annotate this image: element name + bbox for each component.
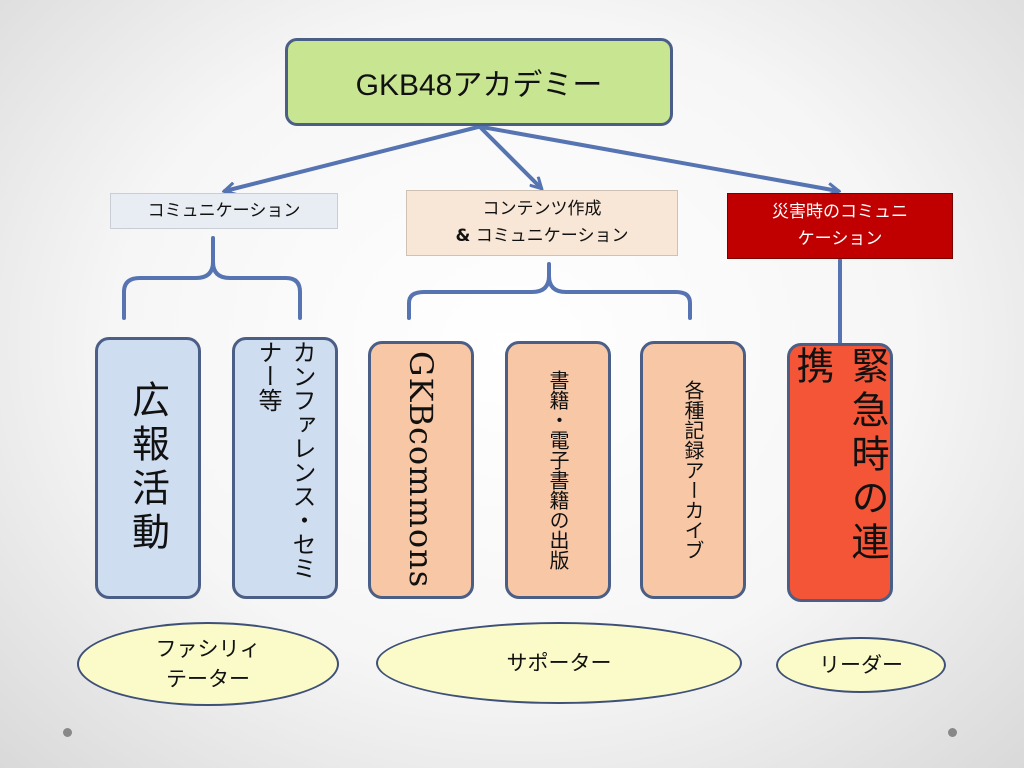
root-node: GKB48アカデミー (285, 38, 673, 126)
arrow-to-disaster (480, 125, 838, 191)
category-communication: コミュニケーション (110, 193, 338, 229)
role-leader-label: リーダー (819, 653, 903, 677)
role-leader: リーダー (776, 637, 946, 693)
role-supporter-label: サポーター (506, 651, 612, 675)
category-disaster-line1: 災害時のコミュニ (772, 202, 908, 222)
role-facilitator-line2: テーター (166, 667, 250, 691)
activity-archive-label: 各種記録アーカイブ (681, 380, 705, 560)
category-communication-label: コミュニケーション (147, 200, 301, 221)
category-disaster: 災害時のコミュニ ケーション (727, 193, 953, 259)
role-facilitator: ファシリィ テーター (77, 622, 339, 706)
activity-gkbcommons: GKBcommons (368, 341, 474, 599)
activity-public-relations-label: 広報活動 (125, 380, 170, 556)
category-contents: コンテンツ作成 & コミュニケーション (406, 190, 678, 256)
activity-gkbcommons-label: GKBcommons (402, 351, 440, 589)
activity-emergency: 緊急時の連携 (787, 343, 893, 602)
bracket-contents (407, 262, 692, 320)
category-contents-line2-wrap: & コミュニケーション (456, 223, 629, 250)
activity-publishing-line1: 書籍・ (546, 370, 570, 430)
role-facilitator-line1: ファシリィ (155, 637, 261, 661)
activity-archive: 各種記録アーカイブ (640, 341, 746, 599)
category-contents-line2: コミュニケーション (475, 226, 629, 246)
arrow-to-contents (478, 125, 541, 188)
activity-emergency-label: 緊急時の連携 (790, 346, 889, 566)
activity-publishing-line2: 電子書籍の出版 (546, 430, 570, 570)
slide-corner-dot-left (63, 728, 72, 737)
activity-conference-label: カンファレンス・セミナー等 (254, 340, 316, 580)
bracket-communication (122, 236, 302, 320)
arrow-to-communication (225, 125, 480, 191)
slide-corner-dot-right (948, 728, 957, 737)
category-contents-line1: コンテンツ作成 (482, 199, 602, 219)
root-label: GKB48アカデミー (355, 69, 603, 102)
activity-conference: カンファレンス・セミナー等 (232, 337, 338, 599)
category-disaster-line2: ケーション (797, 229, 883, 249)
ampersand: & (455, 226, 471, 246)
activity-publishing: 書籍・ 電子書籍の出版 (505, 341, 611, 599)
role-supporter: サポーター (376, 622, 742, 704)
activity-public-relations: 広報活動 (95, 337, 201, 599)
